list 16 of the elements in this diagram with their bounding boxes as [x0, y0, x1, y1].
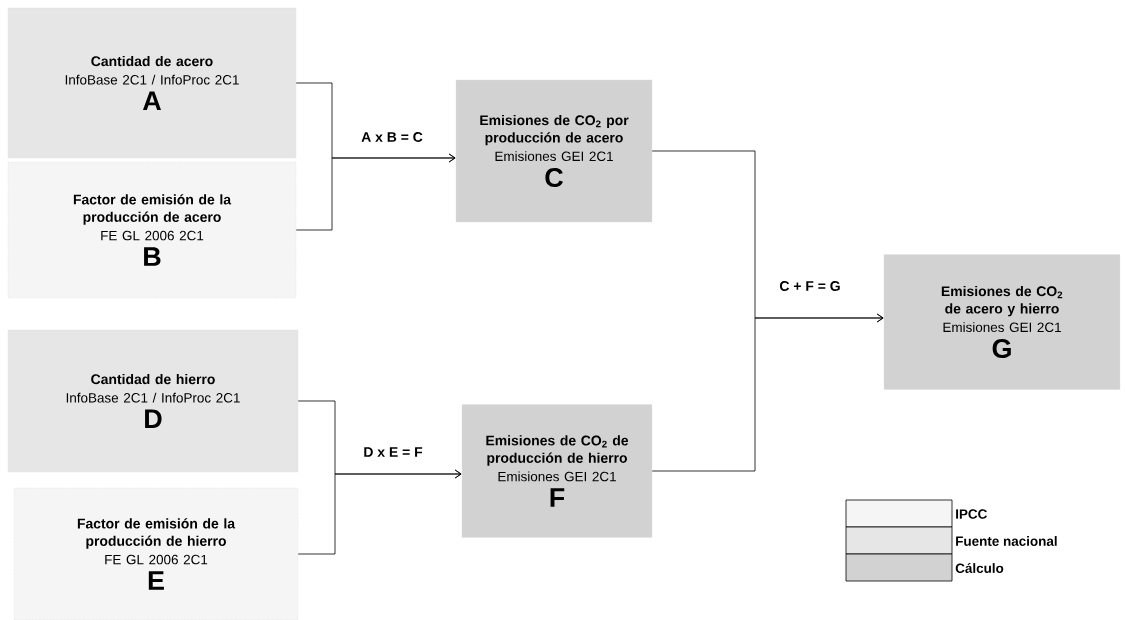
arrow [297, 469, 462, 555]
process-box: Cantidad de acero InfoBase 2C1 / InfoProc 2C1 A [7, 7, 297, 159]
process-box: Factor de emisión de la producción de hierro FE GL 2006 2C1 E [13, 487, 299, 620]
legend-label: IPCC [956, 509, 987, 519]
edge-label: A x B = C [360, 131, 424, 143]
process-box: Cantidad de hierro InfoBase 2C1 / InfoProc 2C1 D [7, 329, 299, 473]
process-box: Emisiones de CO$_{2}$ de acero y hierro Emisiones GEI 2C1 G [883, 254, 1121, 390]
arrow [295, 153, 456, 231]
legend-label: Fuente nacional [956, 536, 1057, 546]
edge-label: C + F = G [778, 280, 842, 292]
edge-label: D x E = F [362, 446, 424, 458]
process-box: Emisiones de CO$_{2}$ de producción de hierro Emisiones GEI 2C1 F [461, 404, 653, 538]
legend-label: Cálculo [955, 563, 1004, 573]
process-box: Factor de emisión de la producción de acero FE GL 2006 2C1 B [7, 161, 297, 299]
arrow [651, 313, 884, 472]
process-box: Emisiones de CO$_{2}$ por producción de acero Emisiones GEI 2C1 C [455, 79, 653, 223]
